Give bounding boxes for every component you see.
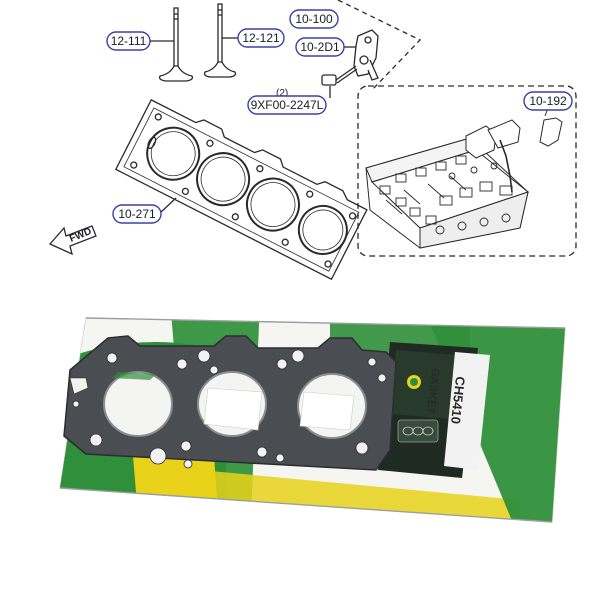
cylinder-head-drawing [365,107,563,249]
callout-cylinder-head: 10-100 [289,9,339,29]
svg-text:12-111: 12-111 [111,34,147,48]
exploded-parts-diagram [48,0,577,281]
head-gasket-drawing [114,99,368,281]
callout-bolt: (2) 9XF00-2247L [247,88,327,115]
svg-text:10-271: 10-271 [118,207,156,221]
packaged-gasket-photo: GASKET CH5410 [59,317,566,523]
callout-labels: 12-111 12-121 10-100 10-2D1 (2) 9XF00-22… [68,9,573,245]
svg-text:12-121: 12-121 [242,31,280,45]
bolt-drawing [321,65,358,86]
package-part-number: CH5410 [448,376,468,425]
package-brand-label: GASKET [424,368,441,415]
bracket-drawing [353,29,379,81]
svg-text:(2): (2) [276,88,288,99]
callout-bracket: 10-2D1 [295,37,345,57]
svg-text:10-100: 10-100 [295,12,333,26]
exhaust-valve-drawing [203,3,237,78]
forward-direction-arrow [48,225,97,256]
callout-intake-valve: 12-111 [106,31,151,51]
svg-text:10-2D1: 10-2D1 [300,40,340,54]
intake-valve-drawing [158,7,194,82]
callout-exhaust-valve: 12-121 [237,28,285,48]
svg-text:9XF00-2247L: 9XF00-2247L [251,98,324,112]
svg-text:10-192: 10-192 [529,94,567,108]
gasket-metal-part [63,335,397,471]
callout-head-gasket: 10-271 [112,204,162,224]
callout-sensor: 10-192 [523,91,573,111]
